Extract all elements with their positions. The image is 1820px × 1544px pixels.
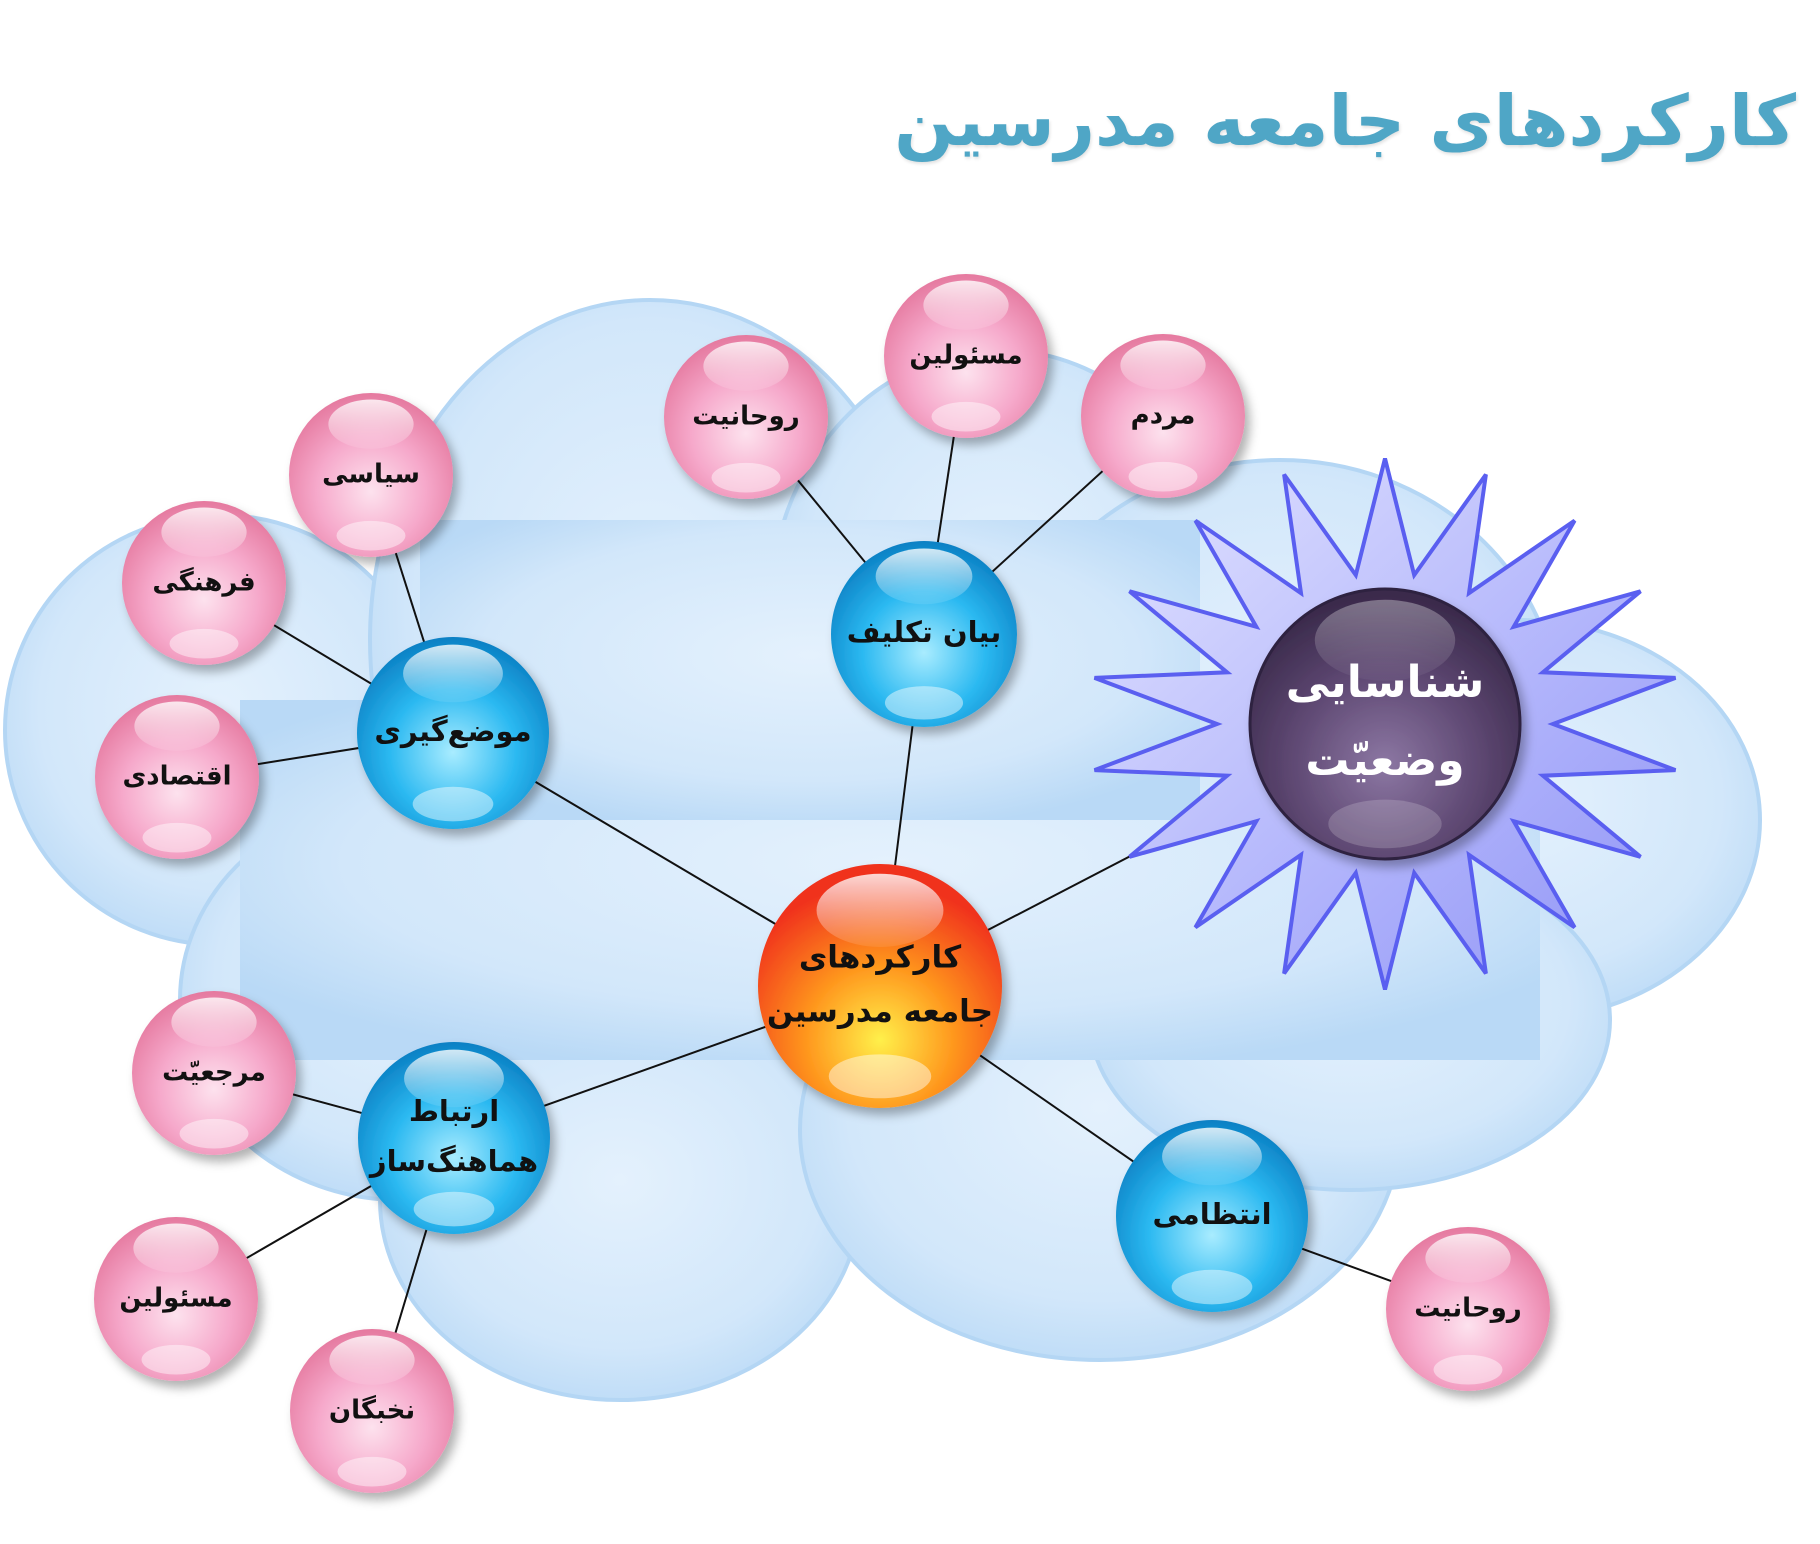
leaf-node-farhangi: فرهنگی	[122, 501, 286, 665]
node-circle	[94, 1217, 258, 1381]
node-gloss-bottom	[828, 1054, 932, 1099]
node-gloss-bottom	[179, 1118, 249, 1149]
node-gloss-top	[703, 341, 789, 391]
node-circle	[1386, 1227, 1550, 1391]
node-label: سیاسی	[322, 460, 420, 490]
node-label: اقتصادی	[122, 762, 231, 792]
leaf-node-siasi: سیاسی	[289, 393, 453, 557]
node-gloss-bottom	[142, 822, 212, 853]
node-gloss-bottom	[169, 628, 239, 659]
leaf-node-masoulin: مسئولین	[884, 274, 1048, 438]
node-circle	[664, 335, 828, 499]
node-gloss-top	[329, 1335, 415, 1385]
node-gloss-top	[1120, 340, 1206, 390]
node-label: بیان تکلیف	[847, 615, 1001, 649]
node-label: مردم	[1131, 401, 1196, 431]
node-gloss-bottom	[413, 1191, 495, 1227]
node-gloss-top	[816, 873, 944, 947]
node-circle	[1081, 334, 1245, 498]
leaf-node-marjaiyat: مرجعیّت	[132, 991, 296, 1155]
node-gloss-bottom	[1433, 1354, 1503, 1385]
node-label: مسئولین	[119, 1284, 232, 1314]
node-label: روحانیت	[692, 402, 800, 432]
node-gloss-top	[404, 1049, 504, 1108]
node-label: موضع‌گیری	[374, 714, 531, 748]
category-node-ertebat: ارتباط هماهنگ‌ساز	[358, 1042, 550, 1234]
category-node-mozgiri: موضع‌گیری	[357, 637, 549, 829]
node-label: مسئولین	[909, 341, 1022, 371]
node-gloss-top	[161, 507, 247, 557]
node-label: روحانیت	[1414, 1294, 1522, 1324]
node-circle	[884, 274, 1048, 438]
node-gloss-bottom	[141, 1344, 211, 1375]
node-gloss-top	[171, 997, 257, 1047]
diagram-nodes: کارکردهای جامعه مدرسین شناسایی وضعیّت بیان ت…	[94, 274, 1550, 1493]
center-node: کارکردهای جامعه مدرسین	[758, 864, 1002, 1108]
node-circle	[758, 864, 1002, 1108]
leaf-node-masoulin-2: مسئولین	[94, 1217, 258, 1381]
node-circle	[132, 991, 296, 1155]
node-gloss-top	[328, 399, 414, 449]
node-label: نخبگان	[329, 1395, 415, 1426]
leaf-node-eqtesadi: اقتصادی	[95, 695, 259, 859]
node-label: شناسایی	[1286, 657, 1485, 708]
node-gloss-bottom	[1128, 461, 1198, 492]
node-label: ارتباط	[409, 1094, 499, 1128]
node-gloss-bottom	[931, 401, 1001, 432]
node-gloss-bottom	[1171, 1269, 1253, 1305]
node-gloss-bottom	[1328, 799, 1442, 849]
node-circle	[358, 1042, 550, 1234]
node-gloss-bottom	[336, 520, 406, 551]
leaf-node-ruhaniyat: روحانیت	[664, 335, 828, 499]
node-gloss-top	[875, 548, 973, 605]
leaf-node-mardom: مردم	[1081, 334, 1245, 498]
node-circle	[1116, 1120, 1308, 1312]
node-circle	[357, 637, 549, 829]
node-gloss-top	[1314, 599, 1456, 681]
node-gloss-top	[923, 280, 1009, 330]
node-gloss-top	[133, 1223, 219, 1273]
node-label: هماهنگ‌ساز	[368, 1144, 538, 1178]
node-label: جامعه مدرسین	[767, 994, 993, 1030]
node-circle	[122, 501, 286, 665]
node-gloss-top	[134, 701, 220, 751]
node-circle	[290, 1329, 454, 1493]
leaf-node-nokhbegan: نخبگان	[290, 1329, 454, 1493]
node-circle	[289, 393, 453, 557]
node-label: فرهنگی	[152, 567, 255, 598]
node-gloss-top	[1425, 1233, 1511, 1283]
status-node: شناسایی وضعیّت	[1248, 587, 1522, 861]
node-gloss-top	[403, 644, 503, 703]
node-gloss-top	[1162, 1127, 1262, 1186]
node-gloss-bottom	[412, 786, 494, 822]
node-circle	[1248, 587, 1522, 861]
node-label: مرجعیّت	[162, 1058, 266, 1088]
category-node-entezami: انتظامی	[1116, 1120, 1308, 1312]
node-gloss-bottom	[711, 462, 781, 493]
node-label: انتظامی	[1152, 1197, 1271, 1231]
node-gloss-bottom	[337, 1456, 407, 1487]
node-circle	[831, 541, 1017, 727]
page-title: کارکردهای جامعه مدرسین	[894, 80, 1796, 162]
category-node-bayan: بیان تکلیف	[831, 541, 1017, 727]
node-label: کارکردهای	[799, 940, 962, 976]
leaf-node-ruhaniyat-2: روحانیت	[1386, 1227, 1550, 1391]
node-gloss-bottom	[884, 686, 964, 720]
node-label: وضعیّت	[1305, 735, 1464, 786]
node-circle	[95, 695, 259, 859]
